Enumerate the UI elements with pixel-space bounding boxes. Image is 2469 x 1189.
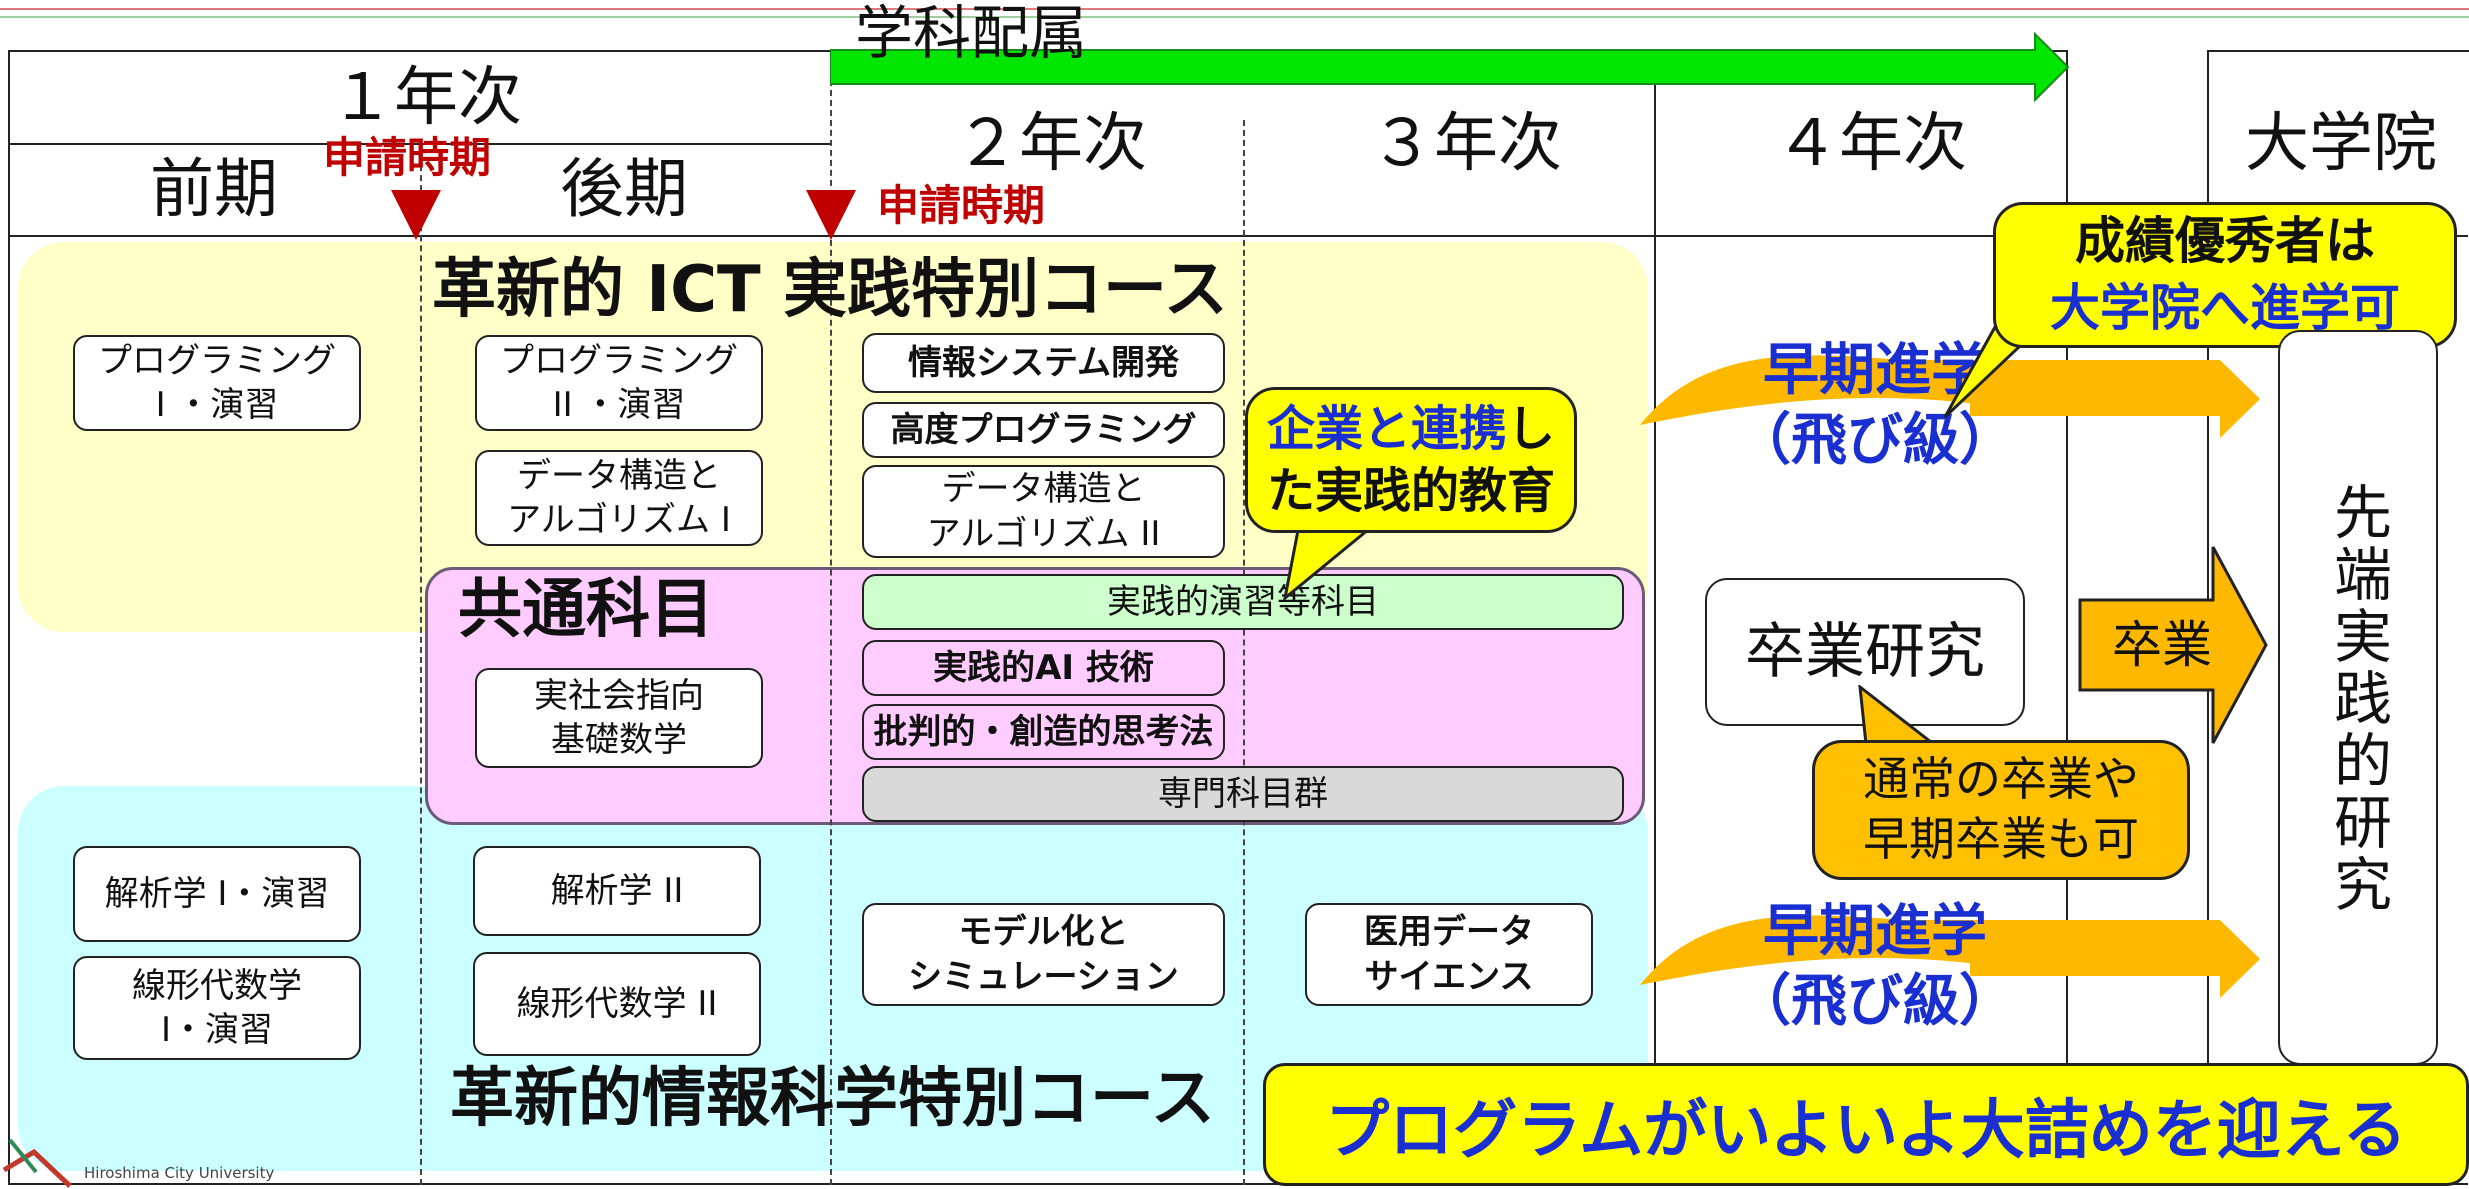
early-advance-bottom-arrow-icon <box>1640 915 2260 998</box>
program-banner: プログラムがいよいよ大詰めを迎える <box>1263 1063 2469 1186</box>
term-first-label: 前期 <box>150 153 278 227</box>
common-subjects-title: 共通科目 <box>458 573 714 647</box>
table-bottom-border <box>8 1183 2468 1185</box>
course-box-programming-1: プログラミング I ・演習 <box>73 335 361 431</box>
course-box-data-structures-1: データ構造と アルゴリズム I <box>475 450 763 546</box>
year3-label: ３年次 <box>1370 107 1562 181</box>
early-advance-bottom-label: 早期進学 （飛び級） <box>1735 899 2015 1034</box>
industry-callout-suffix: し <box>1507 400 1556 457</box>
department-assignment-label: 学科配属 <box>855 0 1088 67</box>
header-bottom-border <box>8 235 2468 237</box>
top-rule-green <box>0 16 2469 18</box>
course-box-linear-algebra-1: 線形代数学 I・演習 <box>73 956 361 1060</box>
year4-right-divider <box>2066 50 2068 1185</box>
table-left-border <box>8 50 10 1185</box>
course-box-critical-thinking: 批判的・創造的思考法 <box>862 704 1225 760</box>
early-advance-top-label: 早期進学 （飛び級） <box>1735 338 2015 473</box>
year1-label: １年次 <box>330 61 522 135</box>
course-box-applied-math: 実社会指向 基礎数学 <box>475 668 763 768</box>
year2-label: ２年次 <box>955 107 1147 181</box>
top-rule-red <box>0 8 2469 10</box>
info-course-title: 革新的情報科学特別コース <box>450 1062 1215 1136</box>
industry-callout-blue-text: 企業と連携 <box>1266 400 1507 457</box>
green-arrow-icon <box>830 31 2070 103</box>
advanced-research-box: 先端実践的研究 <box>2278 330 2438 1065</box>
course-box-analysis-1: 解析学 I・演習 <box>73 846 361 942</box>
course-box-specialized-subjects: 専門科目群 <box>862 766 1624 822</box>
advanced-research-label: 先端実践的研究 <box>2324 482 2392 916</box>
course-box-practical-exercises: 実践的演習等科目 <box>862 574 1624 630</box>
course-box-advanced-programming: 高度プログラミング <box>862 402 1225 458</box>
university-name: Hiroshima City University <box>84 1164 275 1182</box>
course-box-linear-algebra-2: 線形代数学 II <box>473 952 761 1056</box>
header-term-divider <box>8 143 831 145</box>
year2-year3-divider <box>1243 120 1245 1185</box>
year4-label: ４年次 <box>1775 107 1967 181</box>
grad-top-border <box>2207 50 2469 52</box>
grad-school-label: 大学院 <box>2245 107 2437 181</box>
course-box-medical-data-science: 医用データ サイエンス <box>1305 903 1593 1006</box>
university-logo-icon <box>2 1138 72 1188</box>
application-marker-2-icon <box>806 190 856 240</box>
application-period-label-2: 申請時期 <box>877 181 1046 230</box>
course-box-data-structures-2: データ構造と アルゴリズム II <box>862 465 1225 558</box>
ict-course-title: 革新的 ICT 実践特別コース <box>432 253 1228 327</box>
course-box-programming-2: プログラミング II ・演習 <box>475 335 763 431</box>
normal-graduation-callout: 通常の卒業や 早期卒業も可 <box>1812 740 2190 880</box>
graduation-label: 卒業 <box>2112 616 2212 674</box>
course-box-practical-ai: 実践的AI 技術 <box>862 640 1225 696</box>
course-box-modeling-simulation: モデル化と シミュレーション <box>862 903 1225 1006</box>
early-advance-top-arrow-icon <box>1640 355 2260 438</box>
industry-collaboration-callout: 企業と連携した実践的教育 <box>1245 387 1577 533</box>
term-divider <box>420 145 422 1185</box>
honors-callout: 成績優秀者は大学院へ進学可 <box>1993 202 2457 348</box>
application-marker-1-icon <box>391 190 441 240</box>
graduation-arrow-icon <box>2078 546 2268 744</box>
honors-line1: 成績優秀者は <box>2075 211 2375 270</box>
course-box-info-system-dev: 情報システム開発 <box>862 333 1225 393</box>
industry-callout-second-line: た実践的教育 <box>1266 463 1555 519</box>
year1-year2-divider <box>830 50 832 1185</box>
term-second-label: 後期 <box>560 153 688 227</box>
industry-callout-pointer-icon <box>1283 520 1383 600</box>
application-period-label-1: 申請時期 <box>323 133 492 182</box>
year3-year4-divider <box>1654 50 1656 1185</box>
honors-line2: 大学院へ進学可 <box>2050 279 2400 337</box>
course-box-analysis-2: 解析学 II <box>473 846 761 936</box>
